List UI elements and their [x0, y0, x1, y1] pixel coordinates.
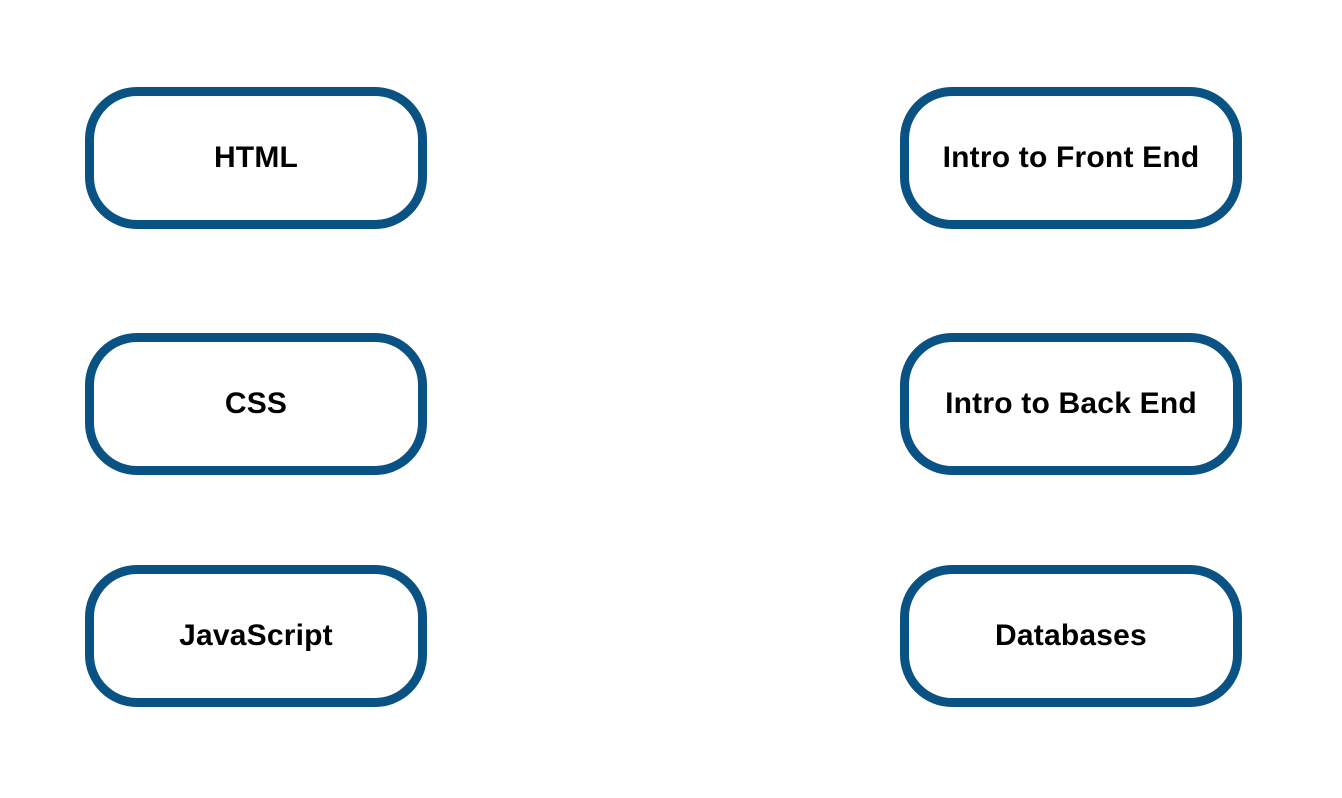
node-label: Intro to Back End [945, 387, 1197, 420]
diagram-node-css: CSS [85, 333, 427, 475]
node-label: Databases [995, 619, 1147, 652]
node-label: Intro to Front End [942, 141, 1200, 174]
node-label: CSS [224, 387, 288, 420]
diagram-node-intro-to-front-end: Intro to Front End [900, 87, 1242, 229]
diagram-node-javascript: JavaScript [85, 565, 427, 707]
diagram-node-intro-to-back-end: Intro to Back End [900, 333, 1242, 475]
node-label: HTML [213, 141, 299, 174]
node-label: JavaScript [179, 619, 333, 652]
diagram-node-html: HTML [85, 87, 427, 229]
diagram-node-databases: Databases [900, 565, 1242, 707]
